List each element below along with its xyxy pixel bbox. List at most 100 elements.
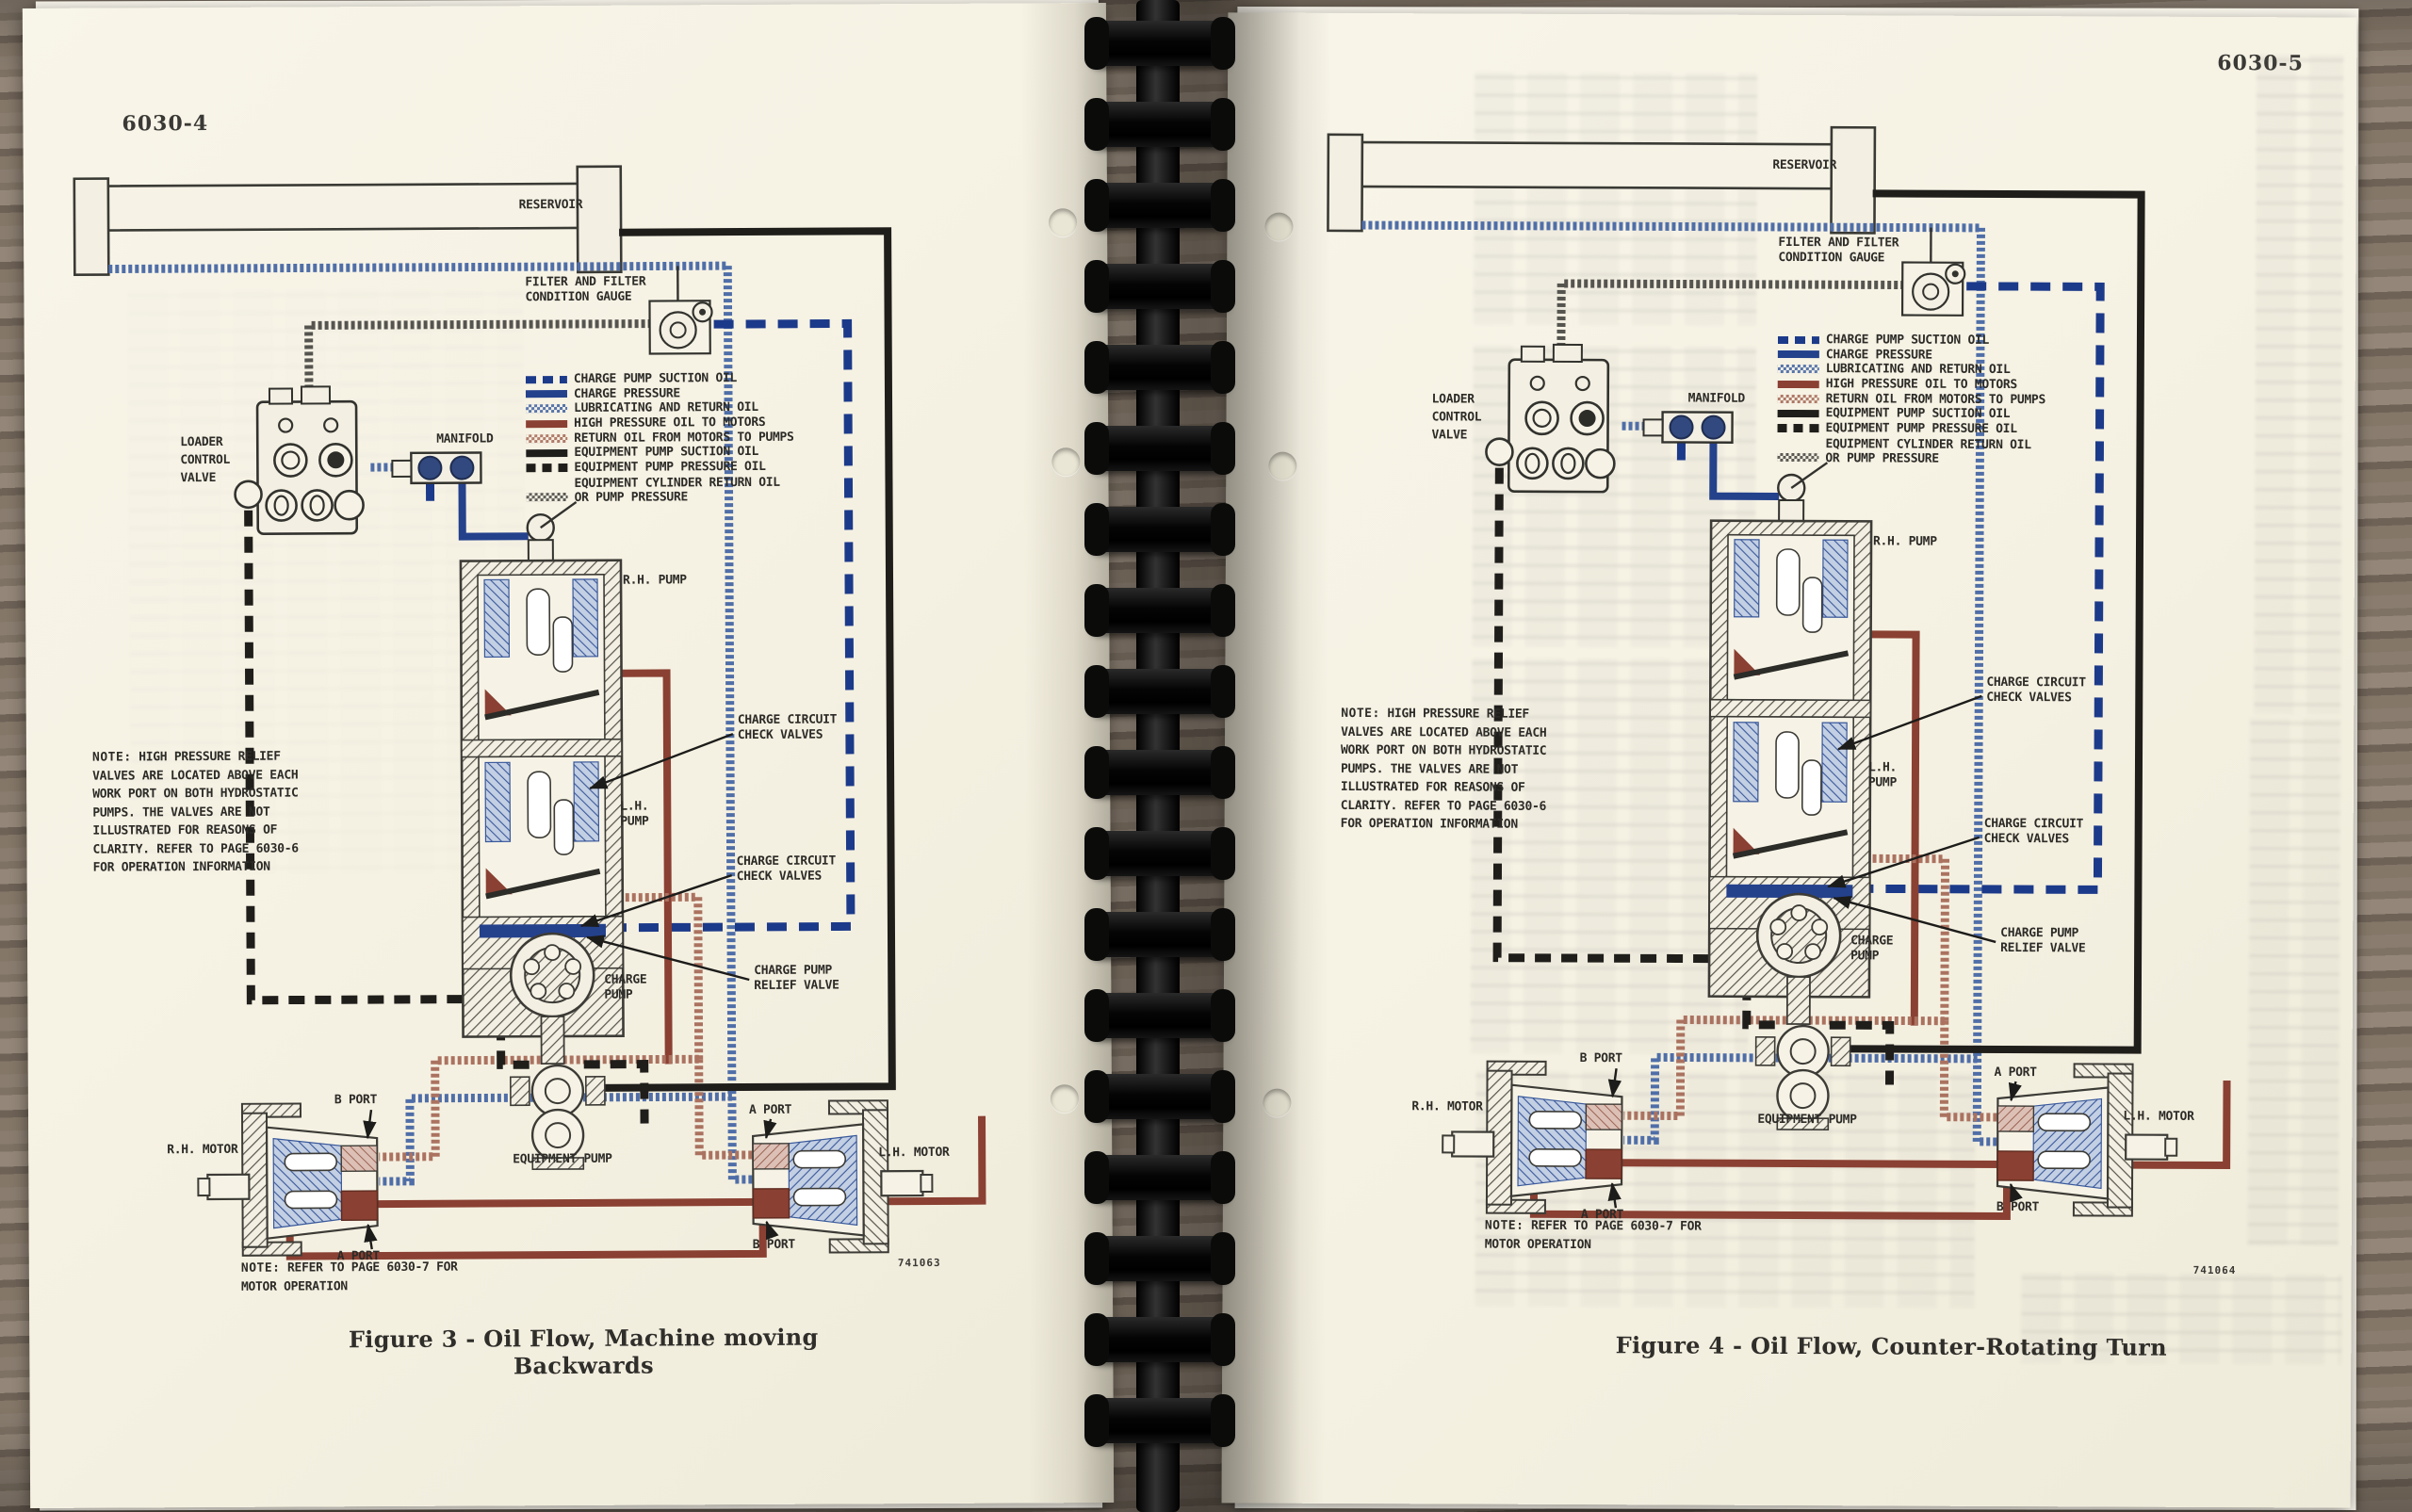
- legend-swatch: [526, 404, 568, 414]
- punch-hole: [1048, 208, 1078, 237]
- legend-label: RETURN OIL FROM MOTORS TO PUMPS: [574, 430, 794, 446]
- legend-swatch: [525, 390, 568, 398]
- relief-note: NOTE: HIGH PRESSURE RELIEF VALVES ARE LO…: [1340, 706, 1547, 832]
- rh-motor-label: R.H. MOTOR: [1411, 1099, 1483, 1114]
- punch-hole: [1264, 212, 1294, 241]
- legend-label: CHARGE PRESSURE: [1825, 348, 1932, 363]
- legend-label: LUBRICATING AND RETURN OIL: [1825, 362, 2011, 378]
- loader-valve-label: LOADER CONTROL VALVE: [180, 434, 231, 486]
- legend-swatch: [1777, 335, 1819, 344]
- page-right: 6030-5: [1221, 12, 2357, 1508]
- legend-swatch: [525, 375, 567, 384]
- legend: CHARGE PUMP SUCTION OIL CHARGE PRESSURE …: [1777, 333, 2155, 467]
- legend-swatch: [1777, 394, 1819, 403]
- binding-tooth: [1084, 827, 1235, 880]
- rh-motor-label: R.H. MOTOR: [167, 1142, 238, 1158]
- legend-label: HIGH PRESSURE OIL TO MOTORS: [574, 415, 766, 431]
- binding-tooth: [1084, 1313, 1235, 1366]
- legend-label: CHARGE PUMP SUCTION OIL: [573, 371, 738, 387]
- filter-label: FILTER AND FILTER CONDITION GAUGE: [525, 274, 646, 305]
- binding-tooth: [1084, 260, 1235, 313]
- figure-4-diagram: RESERVOIR FILTER AND FILTER CONDITION GA…: [1302, 48, 2250, 1333]
- punch-hole: [1050, 1084, 1079, 1114]
- a-port-label: A PORT: [1994, 1065, 2037, 1081]
- b-port-label: B PORT: [1996, 1199, 2040, 1215]
- figure-caption: Figure 3 - Oil Flow, Machine moving Back…: [348, 1323, 819, 1380]
- legend-swatch: [1777, 453, 1819, 463]
- b-port-label: B PORT: [1579, 1051, 1622, 1066]
- legend-row: CHARGE PUMP SUCTION OIL: [1777, 333, 2155, 349]
- punch-hole: [1051, 447, 1081, 477]
- relief-note: NOTE: HIGH PRESSURE RELIEF VALVES ARE LO…: [91, 749, 299, 875]
- check-valves-label-upper: CHARGE CIRCUIT CHECK VALVES: [737, 712, 838, 743]
- legend-row: LUBRICATING AND RETURN OIL: [1777, 362, 2155, 378]
- ghost-text: [2247, 718, 2341, 1246]
- b-port-label: B PORT: [334, 1093, 378, 1108]
- relief-valve-label: CHARGE PUMP RELIEF VALVE: [2000, 925, 2086, 956]
- check-valves-label-lower: CHARGE CIRCUIT CHECK VALVES: [1983, 816, 2084, 847]
- legend-row: EQUIPMENT PUMP SUCTION OIL: [1777, 406, 2155, 422]
- page-left: 6030-4: [22, 3, 1115, 1508]
- binding-tooth: [1084, 1394, 1235, 1447]
- lh-motor-label: L.H. MOTOR: [2123, 1109, 2194, 1124]
- binding-tooth: [1084, 908, 1235, 961]
- binding-tooth: [1084, 584, 1235, 637]
- equipment-pump-label: EQUIPMENT PUMP: [1757, 1112, 1857, 1128]
- rh-pump-label: R.H. PUMP: [622, 573, 687, 588]
- hydraulic-diagram: [1327, 125, 2231, 1221]
- binding-tooth: [1084, 98, 1235, 151]
- legend-row: RETURN OIL FROM MOTORS TO PUMPS: [1777, 391, 2155, 407]
- manifold-label: MANIFOLD: [1687, 391, 1745, 406]
- charge-pump-label: CHARGE PUMP: [1850, 934, 1894, 964]
- legend-swatch: [526, 493, 568, 502]
- punch-hole: [1268, 451, 1297, 480]
- legend-swatch: [1777, 409, 1819, 417]
- legend-row: EQUIPMENT PUMP PRESSURE OIL: [1777, 421, 2155, 437]
- lh-motor-label: L.H. MOTOR: [878, 1145, 950, 1161]
- reservoir-label: RESERVOIR: [1772, 157, 1837, 173]
- manifold-label: MANIFOLD: [436, 431, 494, 447]
- binding-tooth: [1084, 341, 1235, 394]
- legend-swatch: [1777, 350, 1819, 359]
- figure-caption: Figure 4 - Oil Flow, Counter-Rotating Tu…: [1615, 1331, 2167, 1361]
- legend-label: LUBRICATING AND RETURN OIL: [574, 400, 758, 416]
- figure-3-diagram: RESERVOIR FILTER AND FILTER CONDITION GA…: [53, 88, 1002, 1374]
- legend: CHARGE PUMP SUCTION OIL CHARGE PRESSURE …: [525, 370, 904, 505]
- binding-tooth: [1084, 665, 1235, 718]
- legend-row: HIGH PRESSURE OIL TO MOTORS: [1777, 377, 2155, 393]
- legend-swatch: [1777, 423, 1819, 432]
- check-valves-label-upper: CHARGE CIRCUIT CHECK VALVES: [1986, 675, 2086, 706]
- ghost-text: [2254, 55, 2344, 715]
- binding-tooth: [1084, 17, 1235, 70]
- a-port-label: A PORT: [748, 1102, 792, 1117]
- equipment-pump-label: EQUIPMENT PUMP: [513, 1151, 612, 1167]
- legend-row: CHARGE PRESSURE: [1777, 348, 2155, 364]
- hydraulic-diagram: [73, 165, 986, 1260]
- legend-label: EQUIPMENT PUMP PRESSURE OIL: [1825, 421, 2017, 436]
- legend-label: RETURN OIL FROM MOTORS TO PUMPS: [1825, 391, 2046, 407]
- lh-pump-label: L.H. PUMP: [1867, 760, 1898, 790]
- legend-swatch: [526, 433, 568, 443]
- legend-label: EQUIPMENT PUMP SUCTION OIL: [1825, 406, 2011, 422]
- binding-tooth: [1084, 989, 1235, 1042]
- punch-hole: [1263, 1088, 1292, 1117]
- legend-swatch: [526, 463, 568, 473]
- relief-valve-label: CHARGE PUMP RELIEF VALVE: [754, 963, 839, 993]
- binding-tooth: [1084, 1070, 1235, 1123]
- lh-pump-label: L.H. PUMP: [620, 799, 649, 829]
- motor-note: NOTE: REFER TO PAGE 6030-7 FOR MOTOR OPE…: [1484, 1218, 1702, 1252]
- legend-swatch: [526, 448, 568, 457]
- legend-label: CHARGE PRESSURE: [573, 386, 680, 401]
- figure-number: 741064: [2192, 1263, 2237, 1277]
- binding-tooth: [1084, 746, 1235, 799]
- check-valves-label-lower: CHARGE CIRCUIT CHECK VALVES: [736, 854, 837, 885]
- binding-tooth: [1084, 422, 1235, 475]
- legend-label: EQUIPMENT PUMP PRESSURE OIL: [574, 459, 766, 475]
- legend-label: EQUIPMENT PUMP SUCTION OIL: [574, 445, 759, 461]
- legend-swatch: [526, 419, 568, 428]
- legend-label: HIGH PRESSURE OIL TO MOTORS: [1825, 377, 2018, 393]
- reservoir-label: RESERVOIR: [518, 197, 583, 213]
